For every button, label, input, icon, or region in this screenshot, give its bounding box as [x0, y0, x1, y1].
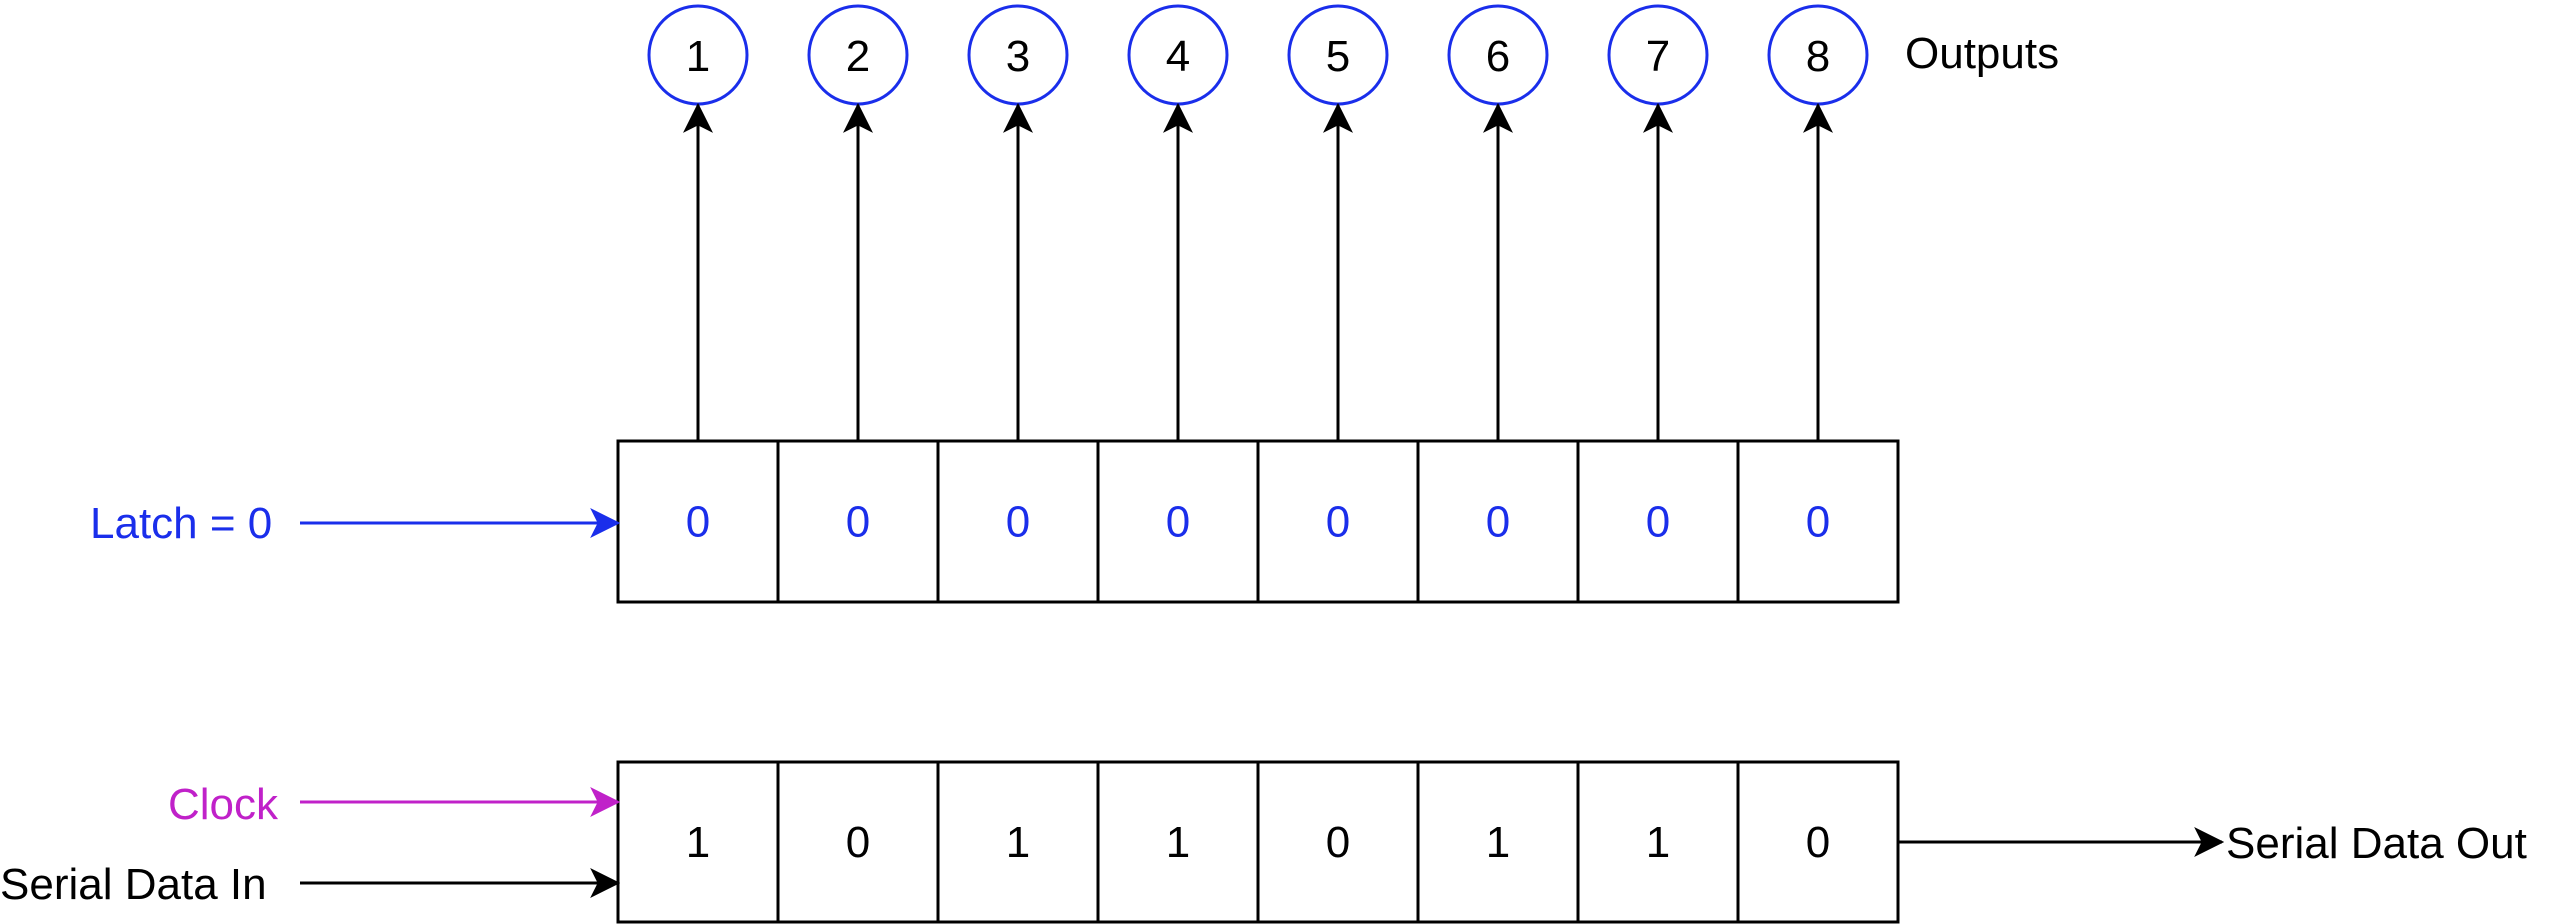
- register-cell-value: 0: [686, 498, 710, 547]
- register-cell: 0: [1096, 439, 1260, 604]
- register-cell-box: [1576, 439, 1740, 604]
- register-cell-box: [1416, 439, 1580, 604]
- output-arrows: [683, 102, 1833, 441]
- register-cell-value: 1: [1486, 818, 1510, 867]
- output-node: 2: [807, 4, 909, 106]
- register-cell: 0: [1736, 760, 1900, 924]
- register-cell: 0: [1256, 439, 1420, 604]
- register-cell-value: 1: [686, 818, 710, 867]
- register-cell-box: [1096, 439, 1260, 604]
- register-cell-box: [616, 760, 780, 924]
- register-cell-box: [616, 439, 780, 604]
- output-node: 1: [647, 4, 749, 106]
- register-cell-value: 0: [846, 818, 870, 867]
- register-cell-box: [776, 439, 940, 604]
- register-cell: 1: [1096, 760, 1260, 924]
- register-cell-box: [936, 760, 1100, 924]
- output-number: 3: [1006, 32, 1030, 81]
- register-cell-box: [1256, 760, 1420, 924]
- register-cell-value: 0: [1806, 498, 1830, 547]
- latch-register: 0 0 0 0 0 0 0 0: [616, 439, 1900, 604]
- register-cell-value: 0: [1486, 498, 1510, 547]
- output-node: 4: [1127, 4, 1229, 106]
- output-node: 5: [1287, 4, 1389, 106]
- register-cell: 0: [616, 439, 780, 604]
- register-cell-box: [1576, 760, 1740, 924]
- register-cell: 0: [1416, 439, 1580, 604]
- shift-register: 1 0 1 1 0 1 1 0: [616, 760, 1900, 924]
- register-cell-value: 0: [1326, 818, 1350, 867]
- register-cell-value: 0: [1806, 818, 1830, 867]
- outputs-label: Outputs: [1905, 29, 2059, 78]
- output-number: 6: [1486, 32, 1510, 81]
- register-cell-value: 0: [1166, 498, 1190, 547]
- output-node: 3: [967, 4, 1069, 106]
- output-number: 2: [846, 32, 870, 81]
- register-cell-box: [1416, 760, 1580, 924]
- register-cell: 0: [1736, 439, 1900, 604]
- register-cell: 0: [1576, 439, 1740, 604]
- register-cell-value: 0: [846, 498, 870, 547]
- register-cell-value: 1: [1166, 818, 1190, 867]
- register-cell-box: [1736, 439, 1900, 604]
- serial-data-out-label: Serial Data Out: [2226, 819, 2527, 868]
- output-number: 8: [1806, 32, 1830, 81]
- output-number: 7: [1646, 32, 1670, 81]
- output-number: 4: [1166, 32, 1190, 81]
- serial-data-in-label: Serial Data In: [0, 860, 267, 909]
- register-cell-box: [776, 760, 940, 924]
- output-number: 5: [1326, 32, 1350, 81]
- register-cell: 0: [776, 439, 940, 604]
- register-cell: 0: [936, 439, 1100, 604]
- clock-label: Clock: [168, 780, 279, 829]
- register-cell-box: [1256, 439, 1420, 604]
- output-number: 1: [686, 32, 710, 81]
- register-cell-value: 0: [1326, 498, 1350, 547]
- register-cell: 1: [1576, 760, 1740, 924]
- register-cell-value: 0: [1006, 498, 1030, 547]
- register-cell-value: 1: [1006, 818, 1030, 867]
- register-cell: 0: [776, 760, 940, 924]
- output-circles: 1 2 3 4 5 6 7 8: [647, 4, 1869, 106]
- output-node: 6: [1447, 4, 1549, 106]
- register-cell-box: [1736, 760, 1900, 924]
- output-node: 7: [1607, 4, 1709, 106]
- register-cell: 1: [936, 760, 1100, 924]
- register-cell-value: 1: [1646, 818, 1670, 867]
- register-cell-box: [936, 439, 1100, 604]
- register-cell-value: 0: [1646, 498, 1670, 547]
- register-cell: 1: [616, 760, 780, 924]
- latch-label: Latch = 0: [90, 499, 272, 548]
- register-cell: 1: [1416, 760, 1580, 924]
- output-node: 8: [1767, 4, 1869, 106]
- register-cell: 0: [1256, 760, 1420, 924]
